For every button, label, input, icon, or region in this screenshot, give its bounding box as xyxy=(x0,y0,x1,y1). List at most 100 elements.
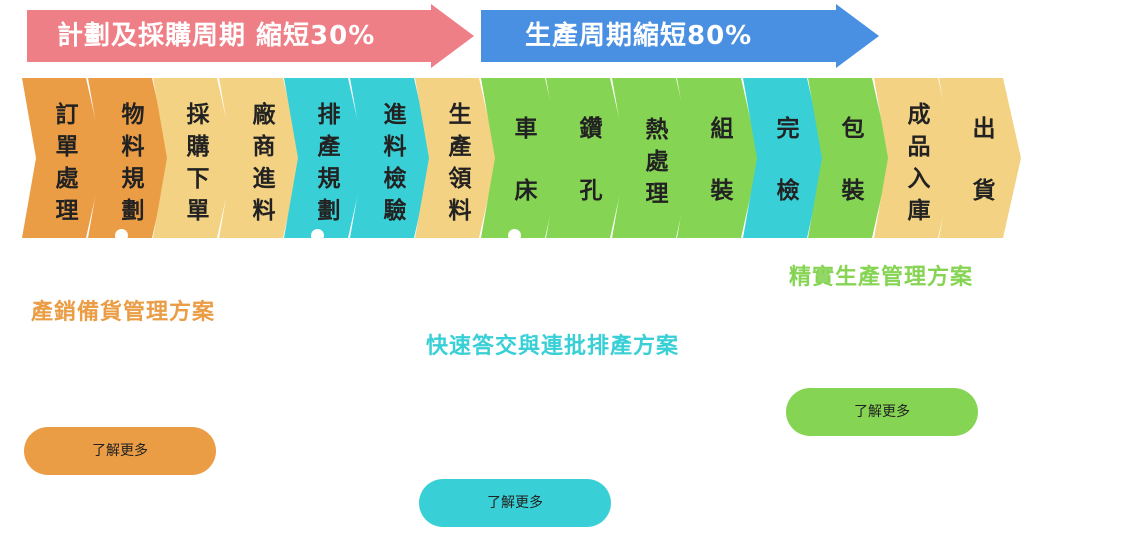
process-step-label: 組裝 xyxy=(677,78,759,238)
process-step-char: 床 xyxy=(514,178,538,204)
chevron-shape xyxy=(284,78,366,238)
process-step-char: 料 xyxy=(121,134,145,160)
milestone-dot xyxy=(508,229,521,242)
process-step-char: 完 xyxy=(776,116,800,142)
process-step-label: 車床 xyxy=(481,78,563,238)
banner-arrow-shape xyxy=(27,4,474,68)
process-step-char: 檢 xyxy=(383,166,407,192)
process-step: 物料規劃 xyxy=(88,78,170,238)
process-step-char: 下 xyxy=(186,166,210,192)
chevron-shape xyxy=(612,78,694,238)
process-step-char: 處 xyxy=(645,149,669,175)
process-step-char: 入 xyxy=(907,166,931,192)
learn-more-button-lean[interactable]: 了解更多 xyxy=(786,388,978,436)
plan-title-sales: 產銷備貨管理方案 xyxy=(31,300,216,325)
process-step: 進料檢驗 xyxy=(350,78,432,238)
process-step-char: 劃 xyxy=(121,198,145,224)
chevron-shape xyxy=(88,78,170,238)
chevron-shape xyxy=(22,78,104,238)
process-step-char: 出 xyxy=(972,116,996,142)
milestone-dot xyxy=(311,229,324,242)
process-step-char: 包 xyxy=(841,116,865,142)
chevron-shape xyxy=(350,78,432,238)
process-step-label: 鑽孔 xyxy=(546,78,628,238)
process-step-char: 品 xyxy=(907,134,931,160)
milestone-dot xyxy=(115,229,128,242)
process-step-label: 訂單處理 xyxy=(22,78,104,238)
process-step-char: 生 xyxy=(448,102,472,128)
process-step: 採購下單 xyxy=(153,78,235,238)
process-step: 出貨 xyxy=(939,78,1021,238)
process-step-char: 理 xyxy=(645,181,669,207)
process-step: 包裝 xyxy=(808,78,890,238)
chevron-shape xyxy=(743,78,825,238)
chevron-shape xyxy=(219,78,301,238)
process-step-char: 單 xyxy=(55,134,79,160)
planning-cycle-text: 計劃及採購周期 縮短30% xyxy=(57,21,376,51)
process-step-char: 料 xyxy=(252,198,276,224)
process-step-char: 進 xyxy=(252,166,276,192)
process-step-char: 進 xyxy=(383,102,407,128)
process-step-char: 購 xyxy=(186,134,210,160)
process-step-char: 規 xyxy=(121,166,145,192)
process-step-char: 規 xyxy=(317,166,341,192)
process-step-char: 熱 xyxy=(645,117,669,143)
process-step-char: 孔 xyxy=(579,178,603,204)
learn-more-button-sales[interactable]: 了解更多 xyxy=(24,427,216,475)
learn-more-button-fast-quote[interactable]: 了解更多 xyxy=(419,479,611,527)
chevron-shape xyxy=(481,78,563,238)
process-step-label: 進料檢驗 xyxy=(350,78,432,238)
process-step-char: 庫 xyxy=(907,198,931,224)
process-step: 成品入庫 xyxy=(874,78,956,238)
chevron-shape xyxy=(153,78,235,238)
chevron-shape xyxy=(677,78,759,238)
process-step-char: 排 xyxy=(317,102,341,128)
process-step: 訂單處理 xyxy=(22,78,104,238)
chevron-shape xyxy=(939,78,1021,238)
planning-cycle-banner: 計劃及採購周期 縮短30% xyxy=(27,4,474,68)
process-step-char: 廠 xyxy=(252,102,276,128)
process-flow: 訂單處理物料規劃採購下單廠商進料排產規劃進料檢驗生產領料車床鑽孔熱處理組裝完檢包… xyxy=(0,78,1125,242)
banner-arrow-shape xyxy=(481,4,879,68)
process-step-label: 物料規劃 xyxy=(88,78,170,238)
process-step-char: 產 xyxy=(448,134,472,160)
process-step-char: 驗 xyxy=(383,198,407,224)
process-step-char: 檢 xyxy=(776,178,800,204)
production-cycle-text: 生產周期縮短80% xyxy=(525,21,753,51)
process-step-label: 出貨 xyxy=(939,78,1021,238)
process-step: 車床 xyxy=(481,78,563,238)
process-step: 熱處理 xyxy=(612,78,694,238)
process-step-char: 裝 xyxy=(841,178,865,204)
process-step-char: 處 xyxy=(55,166,79,192)
process-step-char: 鑽 xyxy=(579,116,603,142)
plan-title-fast-quote: 快速答交與連批排產方案 xyxy=(426,334,680,359)
process-step-label: 包裝 xyxy=(808,78,890,238)
process-step-label: 熱處理 xyxy=(612,78,694,238)
process-step-char: 成 xyxy=(907,102,931,128)
process-step: 組裝 xyxy=(677,78,759,238)
process-step-char: 貨 xyxy=(972,178,996,204)
process-step-label: 排產規劃 xyxy=(284,78,366,238)
chevron-shape xyxy=(808,78,890,238)
process-step-char: 訂 xyxy=(55,102,79,128)
production-cycle-banner: 生產周期縮短80% xyxy=(481,4,879,68)
process-step-char: 理 xyxy=(55,198,79,224)
process-step-char: 單 xyxy=(186,198,210,224)
process-step: 完檢 xyxy=(743,78,825,238)
process-step-label: 完檢 xyxy=(743,78,825,238)
process-step-char: 物 xyxy=(121,102,145,128)
process-step-char: 料 xyxy=(383,134,407,160)
process-step-char: 裝 xyxy=(710,178,734,204)
process-step-char: 領 xyxy=(448,166,472,192)
process-step: 鑽孔 xyxy=(546,78,628,238)
chevron-shape xyxy=(546,78,628,238)
process-step: 排產規劃 xyxy=(284,78,366,238)
process-step-label: 廠商進料 xyxy=(219,78,301,238)
process-step-label: 採購下單 xyxy=(153,78,235,238)
process-step-char: 商 xyxy=(252,134,276,160)
process-step-label: 成品入庫 xyxy=(874,78,956,238)
process-step-char: 組 xyxy=(710,116,734,142)
process-step-char: 產 xyxy=(317,134,341,160)
process-step-char: 劃 xyxy=(317,198,341,224)
process-step-label: 生產領料 xyxy=(415,78,497,238)
